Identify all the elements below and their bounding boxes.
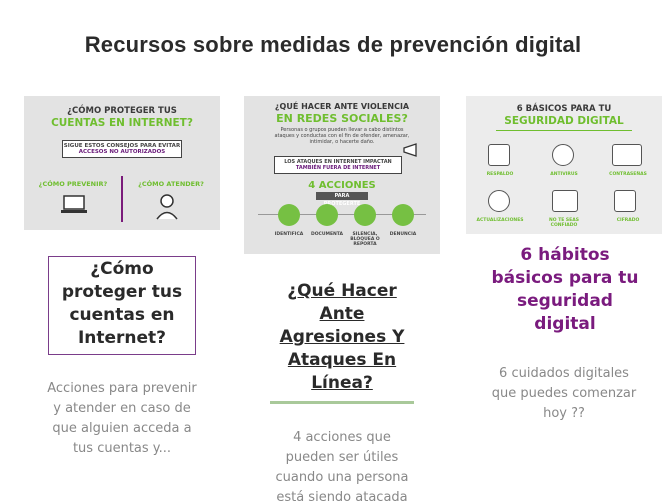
thumb-subtitle: SIGUE ESTOS CONSEJOS PARA EVITAR	[63, 143, 181, 149]
step-identify-icon	[278, 204, 300, 226]
thumb-actions-title: 4 ACCIONES	[308, 180, 376, 191]
thumb-heading-accent: SEGURIDAD DIGITAL	[504, 115, 624, 127]
step-label: SILENCIA, BLOQUEA O REPORTA	[350, 232, 380, 247]
habit-label: CONTRASEÑAS	[609, 172, 647, 177]
thumb-divider	[121, 176, 123, 222]
thumb-heading-accent: EN REDES SOCIALES?	[276, 112, 408, 125]
thumb-heading-accent: CUENTAS EN INTERNET?	[51, 117, 193, 129]
habit-label: RESPALDO	[486, 172, 514, 177]
resource-card-aggressions: ¿QUÉ HACER ANTE VIOLENCIA EN REDES SOCIA…	[244, 96, 440, 504]
person-icon	[156, 194, 178, 220]
thumb-heading: 6 BÁSICOS PARA TU	[516, 104, 612, 114]
step-label: IDENTIFICA	[274, 232, 304, 237]
step-label: DOCUMENTA	[310, 232, 344, 237]
step-block-icon	[354, 204, 376, 226]
thumb-banner: LOS ATAQUES EN INTERNET IMPACTAN TAMBIÉN…	[274, 156, 402, 174]
floppy-icon	[488, 144, 510, 166]
thumb-left-label: ¿CÓMO PREVENIR?	[38, 180, 108, 188]
resource-card-habits: 6 BÁSICOS PARA TU SEGURIDAD DIGITAL RESP…	[466, 96, 662, 424]
bug-icon	[552, 144, 574, 166]
resource-card-accounts: ¿CÓMO PROTEGER TUS CUENTAS EN INTERNET? …	[24, 96, 220, 459]
refresh-icon	[488, 190, 510, 212]
lock-icon	[614, 190, 636, 212]
card-title-link[interactable]: ¿Qué Hacer Ante Agresiones Y Ataques En …	[270, 280, 414, 404]
habit-label: CIFRADO	[616, 218, 640, 223]
thumb-actions-sub-bar: PARA PROTEGERTE	[316, 192, 368, 207]
card-description: 6 cuidados digitales que puedes comenzar…	[491, 366, 637, 421]
thumb-subtitle-accent: ACCESOS NO AUTORIZADOS	[78, 149, 166, 155]
card-thumbnail[interactable]: ¿CÓMO PROTEGER TUS CUENTAS EN INTERNET? …	[24, 96, 220, 230]
thumb-steps-line	[258, 214, 426, 215]
card-description: Acciones para prevenir y atender en caso…	[47, 381, 197, 456]
page-title: Recursos sobre medidas de prevención dig…	[84, 32, 582, 57]
password-icon	[612, 144, 642, 166]
card-description: 4 acciones que pueden ser útiles cuando …	[275, 430, 409, 504]
card-thumbnail[interactable]: 6 BÁSICOS PARA TU SEGURIDAD DIGITAL RESP…	[466, 96, 662, 234]
step-label: DENUNCIA	[389, 232, 417, 237]
card-title-link[interactable]: 6 hábitos básicos para tu seguridad digi…	[491, 245, 639, 334]
card-thumbnail[interactable]: ¿QUÉ HACER ANTE VIOLENCIA EN REDES SOCIA…	[244, 96, 440, 254]
thumb-banner-line2: TAMBIÉN FUERA DE INTERNET	[295, 165, 381, 171]
habit-label: NO TE SEAS CONFIADO	[549, 218, 579, 228]
card-title-link[interactable]: ¿Cómo proteger tus cuentas en Internet?	[48, 256, 196, 355]
laptop-icon	[61, 195, 87, 213]
habit-label: ANTIVIRUS	[550, 172, 578, 177]
thumb-rule	[496, 130, 632, 131]
thumb-heading: ¿CÓMO PROTEGER TUS	[67, 106, 177, 116]
thumb-actions-sub: PARA PROTEGERTE	[323, 193, 361, 207]
thumb-body: Personas o grupos pueden llevar a cabo d…	[274, 127, 410, 145]
habit-label: ACTUALIZACIONES	[476, 218, 524, 223]
thumb-subtitle-box: SIGUE ESTOS CONSEJOS PARA EVITAR ACCESOS…	[62, 140, 182, 158]
envelope-icon	[552, 190, 578, 212]
step-document-icon	[316, 204, 338, 226]
thumb-right-label: ¿CÓMO ATENDER?	[138, 180, 204, 188]
thumb-banner-line1: LOS ATAQUES EN INTERNET IMPACTAN	[284, 159, 392, 165]
megaphone-icon	[403, 143, 417, 157]
step-report-icon	[392, 204, 414, 226]
thumb-heading: ¿QUÉ HACER ANTE VIOLENCIA	[274, 102, 410, 111]
